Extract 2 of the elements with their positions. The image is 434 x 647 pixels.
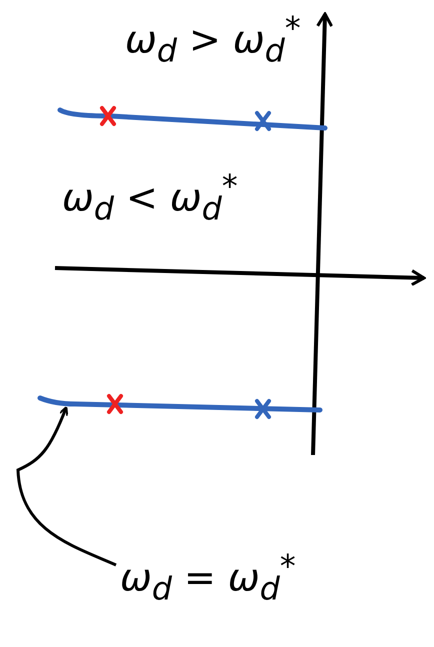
root-locus-line bbox=[38, 396, 322, 412]
leader-line bbox=[16, 406, 117, 566]
